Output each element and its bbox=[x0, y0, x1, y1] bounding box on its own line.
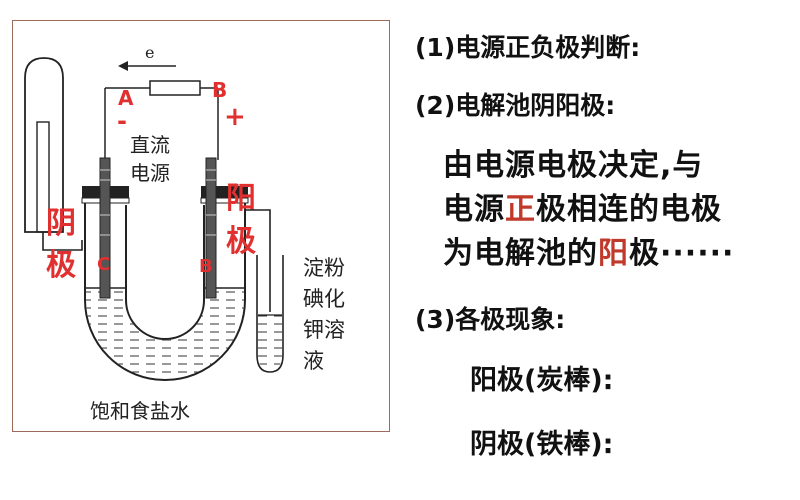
cathode-label-char2: 极 bbox=[46, 248, 76, 283]
cathode-label-char1: 阴 bbox=[46, 206, 76, 241]
node-a-label: A bbox=[118, 86, 134, 110]
ki-label-line2: 碘化 bbox=[303, 287, 345, 311]
ki-label-line4: 液 bbox=[303, 349, 324, 373]
electron-label: e bbox=[145, 43, 154, 62]
ki-label-line3: 钾溶 bbox=[303, 318, 345, 342]
iron-rod-mark: C bbox=[97, 254, 110, 275]
electron-flow-arrow bbox=[118, 61, 176, 71]
plus-sign: + bbox=[224, 102, 246, 132]
power-label-line1: 直流 bbox=[130, 133, 170, 157]
minus-sign: - bbox=[117, 107, 127, 135]
ki-label-line1: 淀粉 bbox=[303, 256, 345, 280]
u-tube-inner bbox=[125, 205, 205, 340]
ki-starch-tube bbox=[256, 255, 284, 373]
power-label-line2: 电源 bbox=[130, 161, 170, 185]
node-b-label: B bbox=[212, 78, 227, 102]
resistor bbox=[149, 80, 201, 96]
u-tube-outer bbox=[84, 193, 246, 381]
right-delivery-tube bbox=[245, 209, 271, 312]
diagram-frame bbox=[12, 20, 390, 432]
anode-label-char2: 极 bbox=[226, 224, 256, 259]
saline-solution bbox=[86, 288, 244, 379]
left-delivery-tube bbox=[42, 232, 83, 251]
solution-label: 饱和食盐水 bbox=[90, 399, 190, 423]
carbon-electrode bbox=[205, 157, 217, 299]
carbon-rod-mark: B bbox=[199, 256, 213, 277]
iron-electrode bbox=[99, 157, 111, 299]
